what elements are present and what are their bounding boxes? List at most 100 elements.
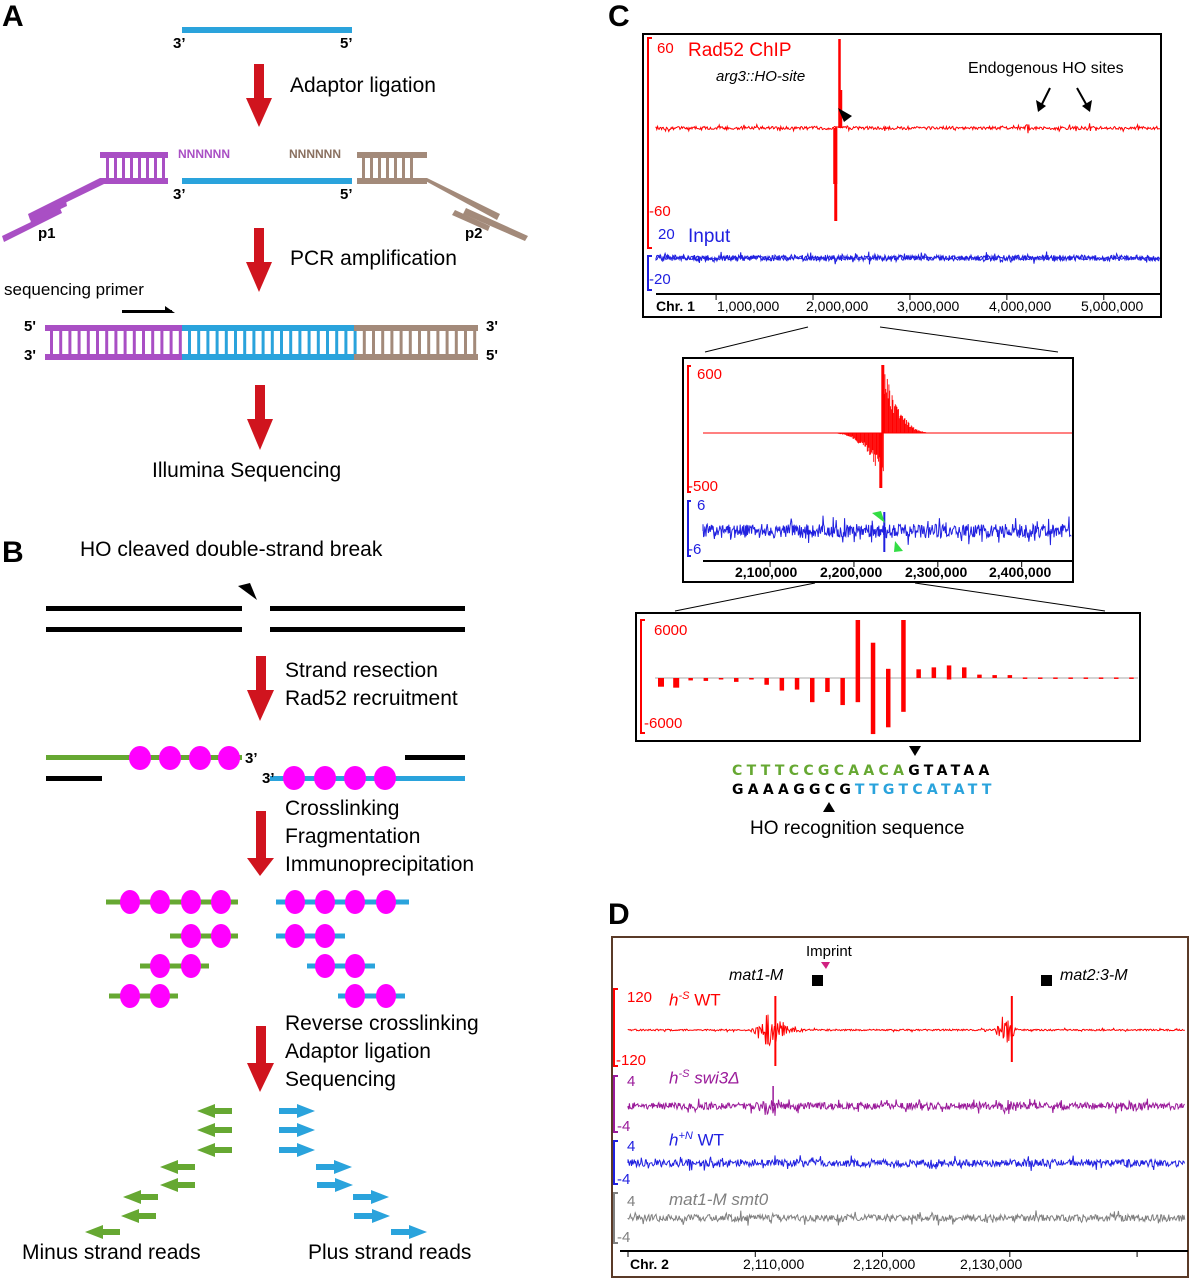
minus-read-arrow-icon — [197, 1123, 232, 1137]
top-cut-arrowhead-icon — [909, 746, 921, 756]
track-min: -4 — [617, 1171, 631, 1188]
base-pair-rung — [316, 331, 320, 354]
bar-minus — [673, 678, 680, 688]
imprint-arrowhead-icon — [821, 962, 830, 969]
base-pair-rung — [399, 331, 403, 354]
base-pair-rung — [215, 331, 219, 354]
base-pair-rung — [353, 331, 357, 354]
base-pair-rung — [362, 331, 366, 354]
step-crosslinking: Crosslinking — [285, 797, 400, 820]
red-down-arrow-icon — [246, 228, 272, 292]
zoom-guide-line — [674, 582, 816, 612]
base-pair-rung — [427, 331, 431, 354]
primer-p2: p2 — [465, 225, 483, 242]
smt0-signal — [627, 1210, 1186, 1226]
seq-blue: TTGTCATATT — [854, 782, 996, 798]
dna-fragment — [276, 899, 409, 905]
chip-scale-bracket — [687, 365, 691, 493]
rad52-chip-track — [655, 39, 1161, 221]
base-pair-rung — [270, 331, 274, 354]
track-max: 4 — [627, 1193, 636, 1210]
red-down-arrow-icon — [247, 1026, 274, 1092]
seq-green: CTTTCCGCAACA — [732, 763, 909, 779]
minus-read-arrow-icon — [160, 1178, 195, 1192]
minus-read-arrow-icon — [160, 1160, 195, 1174]
resected-left — [46, 746, 242, 781]
base-pair-rung — [234, 331, 237, 354]
chip-peak-plus — [881, 365, 885, 433]
base-pair-rung — [252, 331, 256, 354]
base-pair-rung — [151, 331, 155, 354]
bar-min-label: -6000 — [644, 715, 683, 732]
bar-minus — [855, 678, 861, 703]
base-pair-rung — [326, 331, 329, 354]
bar-plus — [992, 675, 997, 678]
bar-minus — [946, 678, 952, 680]
step-ip: Immunoprecipitation — [285, 853, 475, 876]
chip-peak-plus — [838, 39, 841, 128]
zoom-guide-line — [704, 326, 809, 353]
primer-p1: p1 — [38, 225, 56, 242]
plus-read-arrow-icon — [353, 1190, 389, 1204]
mat1-marker — [812, 975, 823, 986]
minus-read-arrow-icon — [121, 1209, 156, 1223]
cut-site-arrowhead-icon — [238, 583, 257, 600]
base-pair-rung — [142, 331, 145, 354]
input-min-label: -20 — [649, 271, 671, 288]
dna-fragment — [307, 963, 375, 969]
step-adaptor-ligation: Adaptor ligation — [290, 74, 436, 97]
bar-plus — [1007, 675, 1013, 678]
chr2-track-box — [611, 936, 1189, 1278]
dna-fragment — [109, 993, 178, 999]
dna-fragment — [276, 933, 345, 939]
plus-read-arrow-icon — [279, 1123, 315, 1137]
chr1-tick-label: 1,000,000 — [717, 298, 780, 314]
chr1-tick-label: 2,000,000 — [806, 298, 869, 314]
zoom-input-min: -6 — [688, 541, 702, 558]
chip-max-label: 60 — [657, 40, 674, 57]
bar-plus — [1129, 677, 1134, 679]
bar-plus — [1098, 677, 1104, 679]
chip-scale-bracket — [647, 37, 652, 249]
bar-minus — [825, 678, 830, 693]
track-bracket — [613, 1140, 618, 1185]
panel-b-label: B — [2, 536, 24, 569]
base-pair-rung — [86, 331, 90, 354]
endogenous-site-arrow-icon — [1036, 87, 1051, 112]
chip-peak-plus-shoulder — [839, 90, 843, 128]
plus-strand-label: Plus strand reads — [308, 1241, 472, 1264]
zoom-tick-label: 2,100,000 — [735, 564, 798, 580]
insert-strand-ligated — [182, 178, 352, 184]
bar-minus — [734, 678, 739, 682]
base-pair-rung — [307, 331, 311, 354]
track-label-smt0: mat1-M smt0 — [669, 1190, 769, 1209]
base-pair-rung — [280, 331, 283, 354]
plus-read-arrow-icon — [354, 1209, 390, 1223]
chr1-tick-label: 5,000,000 — [1081, 298, 1144, 314]
bar-max-label: 6000 — [654, 622, 688, 639]
bar-plus — [901, 620, 906, 678]
base-pair-rung — [169, 331, 173, 354]
left-adaptor — [2, 152, 168, 242]
ho-site-label: arg3::HO-site — [716, 68, 806, 85]
bar-plus — [946, 665, 952, 678]
rad52-protein — [315, 954, 335, 978]
chr1-track-box — [642, 33, 1162, 318]
bar-plus — [1114, 677, 1119, 679]
rad52-protein — [376, 890, 396, 914]
chip-signal — [655, 122, 1161, 134]
base-pair-rung — [454, 331, 458, 354]
bar-minus — [886, 678, 891, 728]
cut-site-bar-box — [635, 612, 1141, 742]
chr1-label: Chr. 1 — [656, 298, 695, 314]
intact-dsb — [46, 606, 465, 632]
input-scale-bracket — [647, 255, 652, 291]
green-arrowhead-icon — [872, 511, 885, 523]
dsb-title: HO cleaved double-strand break — [80, 538, 383, 561]
overhang-3-left: 3’ — [245, 750, 258, 767]
dna-fragment — [170, 933, 238, 939]
step-rad52: Rad52 recruitment — [285, 687, 458, 710]
input-zoom-track — [702, 512, 1072, 552]
dna-fragment — [338, 993, 405, 999]
rad52-protein — [345, 890, 365, 914]
